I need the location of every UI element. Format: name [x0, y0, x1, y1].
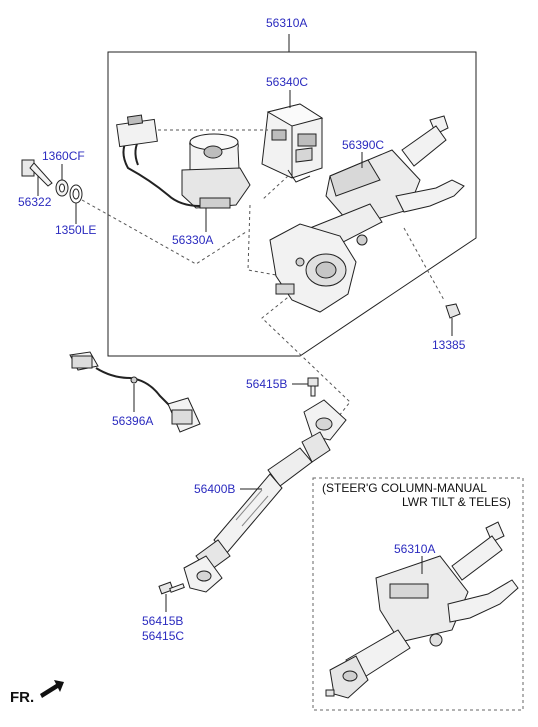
motor-connector — [116, 114, 158, 148]
inset-column-56310A — [325, 521, 519, 699]
label-56415C: 56415C — [142, 629, 184, 643]
washer-1350LE — [69, 184, 83, 204]
label-1360CF: 1360CF — [42, 149, 85, 163]
dashed-leaders — [81, 129, 445, 441]
label-56396A: 56396A — [112, 414, 153, 428]
label-56310A-inset: 56310A — [394, 542, 435, 556]
inset-box — [312, 477, 524, 711]
label-56330A: 56330A — [172, 233, 213, 247]
label-56415B-bottom: 56415B — [142, 614, 183, 628]
intermediate-shaft-56400B — [183, 399, 347, 593]
front-arrow-icon — [40, 680, 64, 698]
inset-title-line2: LWR TILT & TELES) — [402, 495, 511, 509]
front-label: FR. — [10, 689, 34, 706]
label-56310A-top: 56310A — [266, 16, 307, 30]
label-56340C: 56340C — [266, 75, 308, 89]
assembly-outline — [107, 51, 477, 357]
clip-13385 — [445, 303, 461, 319]
motor-harness — [122, 134, 201, 207]
label-56400B: 56400B — [194, 482, 235, 496]
bolt-56415B-top — [307, 377, 319, 397]
label-1350LE: 1350LE — [55, 223, 96, 237]
ecu-56340C — [261, 103, 324, 183]
inset-title-line1: (STEER'G COLUMN-MANUAL — [322, 481, 487, 495]
label-13385: 13385 — [432, 338, 466, 352]
label-56390C: 56390C — [342, 138, 384, 152]
bolt-56415B-bottom — [158, 581, 185, 595]
bolt-56322 — [21, 159, 53, 187]
steering-column-56390C — [269, 115, 465, 313]
label-56322: 56322 — [18, 195, 52, 209]
washer-1360CF — [55, 179, 69, 197]
harness-56396A — [69, 351, 201, 433]
motor-56330A — [181, 133, 251, 209]
label-56415B-top: 56415B — [246, 377, 287, 391]
